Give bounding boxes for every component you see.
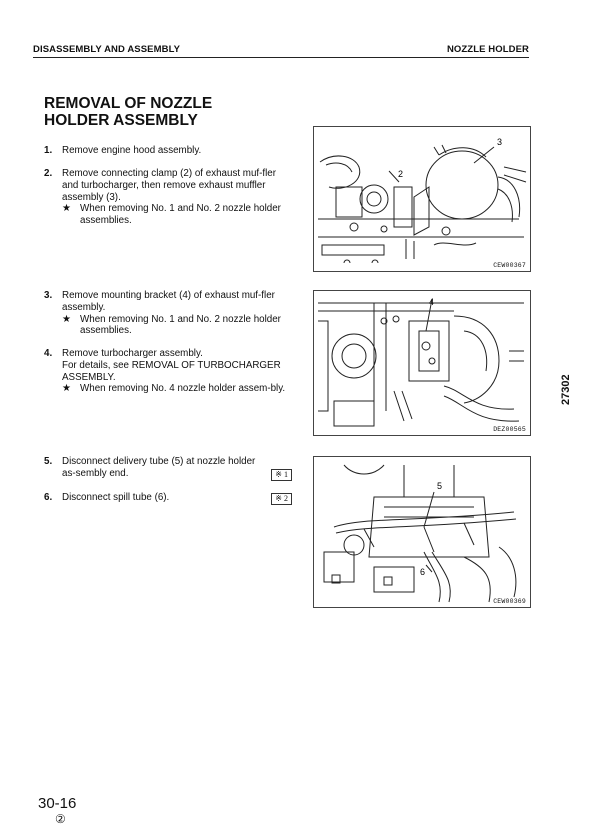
step-number: 5. bbox=[44, 456, 53, 467]
title-line-2: HOLDER ASSEMBLY bbox=[44, 112, 198, 129]
figure-code: CEW00369 bbox=[493, 598, 526, 605]
step-text: Remove mounting bracket (4) of exhaust m… bbox=[62, 290, 275, 313]
step-text: Disconnect spill tube (6). bbox=[62, 492, 170, 503]
star-icon: ★ bbox=[62, 203, 71, 215]
header-rule bbox=[33, 57, 529, 58]
callout-6: 6 bbox=[420, 567, 425, 577]
figure-exhaust-muffler: 2 3 CEW00367 bbox=[313, 126, 531, 272]
side-code: 27302 bbox=[560, 374, 572, 405]
step-text-detail: For details, see REMOVAL OF TURBOCHARGER… bbox=[62, 359, 281, 383]
step-text: Remove turbocharger assembly. bbox=[62, 348, 203, 359]
step-text: Remove connecting clamp (2) of exhaust m… bbox=[62, 168, 276, 203]
step-2: 2. Remove connecting clamp (2) of exhaus… bbox=[44, 168, 292, 227]
engine-illustration: 5 6 bbox=[323, 464, 517, 603]
page-number: 30-16 bbox=[38, 795, 77, 812]
callout-2: 2 bbox=[398, 169, 403, 179]
figure-code: CEW00367 bbox=[493, 262, 526, 269]
step-number: 2. bbox=[44, 168, 53, 179]
step-text: Remove engine hood assembly. bbox=[62, 145, 202, 156]
callout-4: 4 bbox=[429, 297, 434, 307]
step-note: ★ When removing No. 1 and No. 2 nozzle h… bbox=[62, 203, 292, 227]
header-topic: NOZZLE HOLDER bbox=[446, 44, 529, 55]
reference-mark: ※ 1 bbox=[271, 469, 292, 481]
engine-illustration: 4 bbox=[318, 297, 524, 427]
callout-3: 3 bbox=[497, 137, 502, 147]
figure-mounting-bracket: 4 DEZ00565 bbox=[313, 290, 531, 436]
step-5: 5. Disconnect delivery tube (5) at nozzl… bbox=[44, 456, 292, 481]
step-number: 4. bbox=[44, 348, 53, 359]
header-section: DISASSEMBLY AND ASSEMBLY bbox=[33, 44, 181, 55]
note-text: When removing No. 1 and No. 2 nozzle hol… bbox=[80, 203, 281, 227]
note-text: When removing No. 4 nozzle holder assem-… bbox=[80, 383, 286, 395]
engine-illustration: 2 3 bbox=[318, 137, 527, 264]
step-6: 6. Disconnect spill tube (6). ※ 2 bbox=[44, 492, 292, 505]
reference-mark: ※ 2 bbox=[271, 493, 292, 505]
callout-5: 5 bbox=[437, 481, 442, 491]
step-3: 3. Remove mounting bracket (4) of exhaus… bbox=[44, 290, 292, 337]
figure-delivery-spill-tube: 5 6 CEW00369 bbox=[313, 456, 531, 608]
step-4: 4. Remove turbocharger assembly. For det… bbox=[44, 348, 292, 395]
note-text: When removing No. 1 and No. 2 nozzle hol… bbox=[80, 313, 281, 337]
step-1: 1. Remove engine hood assembly. bbox=[44, 145, 292, 157]
revision-mark: ② bbox=[55, 812, 66, 826]
star-icon: ★ bbox=[62, 383, 71, 395]
step-number: 1. bbox=[44, 145, 53, 156]
step-number: 3. bbox=[44, 290, 53, 301]
page-title: REMOVAL OF NOZZLE HOLDER ASSEMBLY bbox=[44, 95, 212, 129]
step-note: ★ When removing No. 1 and No. 2 nozzle h… bbox=[62, 314, 292, 338]
step-number: 6. bbox=[44, 492, 53, 503]
step-note: ★ When removing No. 4 nozzle holder asse… bbox=[62, 383, 292, 395]
figure-code: DEZ00565 bbox=[493, 426, 526, 433]
step-text: Disconnect delivery tube (5) at nozzle h… bbox=[62, 456, 256, 479]
title-line-1: REMOVAL OF NOZZLE bbox=[44, 95, 213, 112]
star-icon: ★ bbox=[62, 313, 71, 325]
